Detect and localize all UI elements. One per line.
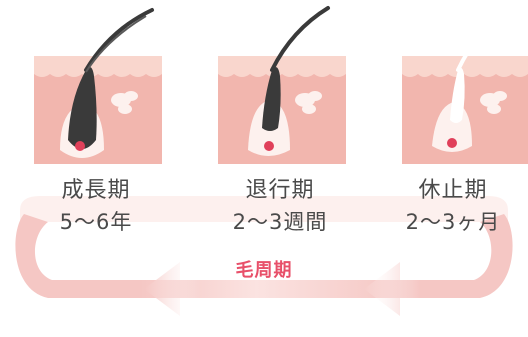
cycle-arrow	[15, 196, 513, 316]
hair-papilla-icon	[75, 141, 85, 151]
hair-follicle-icon	[432, 8, 508, 152]
hair-papilla-icon	[264, 141, 274, 151]
stage-duration-telogen: 2～3ヶ月	[405, 210, 501, 234]
arrowhead-right-icon	[364, 262, 420, 316]
hair-papilla-icon	[447, 138, 457, 148]
cycle-label: 毛周期	[235, 260, 293, 281]
arrowhead-left-icon	[144, 262, 200, 316]
sebaceous-gland-icon	[111, 91, 138, 114]
skin-panel-catagen	[218, 6, 346, 164]
stage-title-telogen: 休止期	[418, 178, 488, 203]
skin-panel-telogen	[402, 8, 528, 164]
sebaceous-gland-icon	[295, 91, 322, 114]
stage-duration-catagen: 2～3週間	[232, 210, 328, 234]
hair-follicle-icon	[60, 8, 154, 158]
sebaceous-gland-icon	[480, 91, 507, 114]
stage-duration-anagen: 5～6年	[59, 210, 133, 234]
stage-title-catagen: 退行期	[245, 178, 315, 203]
hair-follicle-icon	[248, 6, 330, 156]
stage-title-anagen: 成長期	[61, 178, 131, 203]
skin-panel-anagen	[34, 8, 162, 164]
